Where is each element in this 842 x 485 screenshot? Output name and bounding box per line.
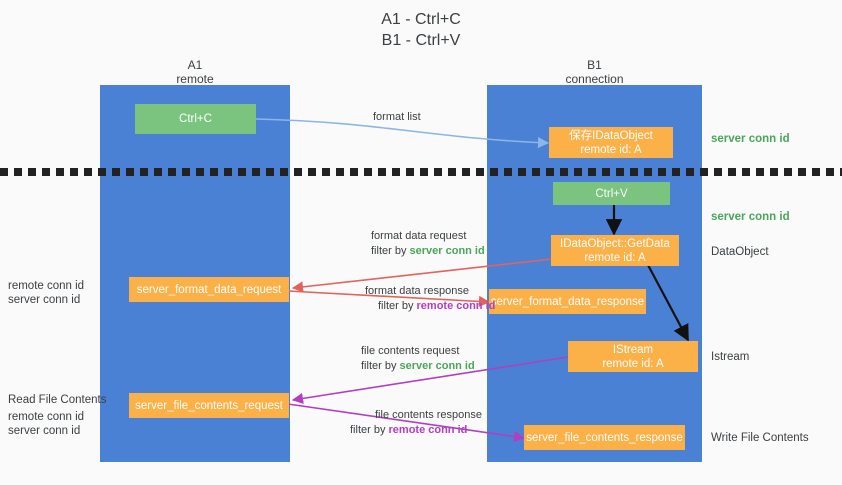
label-conn-ids-mid-remote: remote conn id [8, 280, 85, 292]
caption-format-list-line1: format list [373, 111, 421, 123]
node-server-format-data-response-label: server_format_data_response [490, 295, 645, 308]
label-conn-ids-mid-server: server conn id [8, 294, 81, 306]
caption-format-data-request-line1: format data request [371, 230, 467, 242]
node-ctrl-v-line1: Ctrl+V [595, 187, 628, 200]
lane-header-b1-subtitle: connection [565, 72, 624, 86]
node-server-format-data-request-label: server_format_data_request [136, 283, 282, 296]
caption-format-data-response-tag: remote conn id [416, 300, 496, 312]
caption-file-contents-request-line1: file contents request [361, 345, 460, 357]
node-server-file-contents-request[interactable]: server_file_contents_request [129, 393, 289, 418]
node-getdata-line2: remote id: A [584, 251, 646, 264]
caption-format-list: format list [373, 110, 421, 125]
node-getdata-line1: IDataObject::GetData [560, 237, 670, 250]
label-server-conn-id-mid: server conn id [711, 211, 790, 223]
label-istream: Istream [711, 351, 750, 363]
label-read-file-contents: Read File Contents [8, 394, 107, 406]
caption-format-data-response-line1: format data response [365, 285, 469, 297]
label-conn-ids-mid: remote conn id server conn id [8, 279, 84, 307]
caption-file-contents-response: file contents response filter by remote … [350, 408, 483, 438]
node-save-idataobject-line2: remote id: A [580, 143, 642, 156]
caption-file-contents-request: file contents request filter by server c… [361, 344, 475, 374]
title-line-2: B1 - Ctrl+V [381, 32, 461, 49]
label-dataobject: DataObject [711, 246, 769, 258]
lane-header-b1-title: B1 [587, 58, 602, 72]
label-conn-ids-low: remote conn id server conn id [8, 410, 84, 438]
node-server-format-data-request[interactable]: server_format_data_request [129, 277, 289, 302]
node-istream-line2: remote id: A [602, 357, 664, 370]
node-server-file-contents-request-label: server_file_contents_request [135, 399, 283, 412]
node-ctrl-c[interactable]: Ctrl+C [135, 104, 256, 134]
label-server-conn-id-top: server conn id [711, 133, 790, 145]
caption-file-contents-response-tag: remote conn id [388, 424, 468, 436]
node-istream-line1: IStream [612, 343, 654, 356]
node-istream[interactable]: IStream remote id: A [568, 341, 698, 372]
node-server-format-data-response[interactable]: server_format_data_response [489, 289, 646, 314]
node-save-idataobject[interactable]: 保存IDataObject remote id: A [549, 127, 673, 158]
node-ctrl-v[interactable]: Ctrl+V [553, 182, 670, 205]
lane-header-b1: B1 connection [487, 58, 702, 86]
lane-header-a1-title: A1 [187, 58, 203, 72]
caption-format-data-request: format data request filter by server con… [371, 229, 485, 259]
node-save-idataobject-line1: 保存IDataObject [569, 129, 653, 142]
caption-file-contents-response-filter: filter by [350, 424, 389, 436]
lane-header-a1: A1 remote [100, 58, 290, 86]
label-conn-ids-low-server: server conn id [8, 425, 81, 437]
lane-header-a1-subtitle: remote [176, 72, 214, 86]
node-server-file-contents-response-label: server_file_contents_response [526, 431, 683, 444]
diagram-title: A1 - Ctrl+C B1 - Ctrl+V [0, 9, 842, 51]
node-ctrl-c-line1: Ctrl+C [179, 113, 212, 125]
caption-format-data-request-tag: server conn id [409, 245, 485, 257]
caption-file-contents-request-tag: server conn id [399, 360, 475, 372]
caption-file-contents-response-line1: file contents response [375, 409, 483, 421]
phase-divider [0, 168, 842, 176]
caption-format-data-response: format data response filter by remote co… [365, 284, 495, 314]
caption-format-data-response-filter: filter by [378, 300, 417, 312]
label-conn-ids-low-remote: remote conn id [8, 411, 85, 423]
node-getdata[interactable]: IDataObject::GetData remote id: A [551, 235, 679, 266]
caption-format-data-request-filter: filter by [371, 245, 410, 257]
caption-file-contents-request-filter: filter by [361, 360, 400, 372]
label-write-file-contents: Write File Contents [711, 432, 809, 444]
title-line-1: A1 - Ctrl+C [381, 11, 461, 28]
node-server-file-contents-response[interactable]: server_file_contents_response [524, 425, 685, 450]
